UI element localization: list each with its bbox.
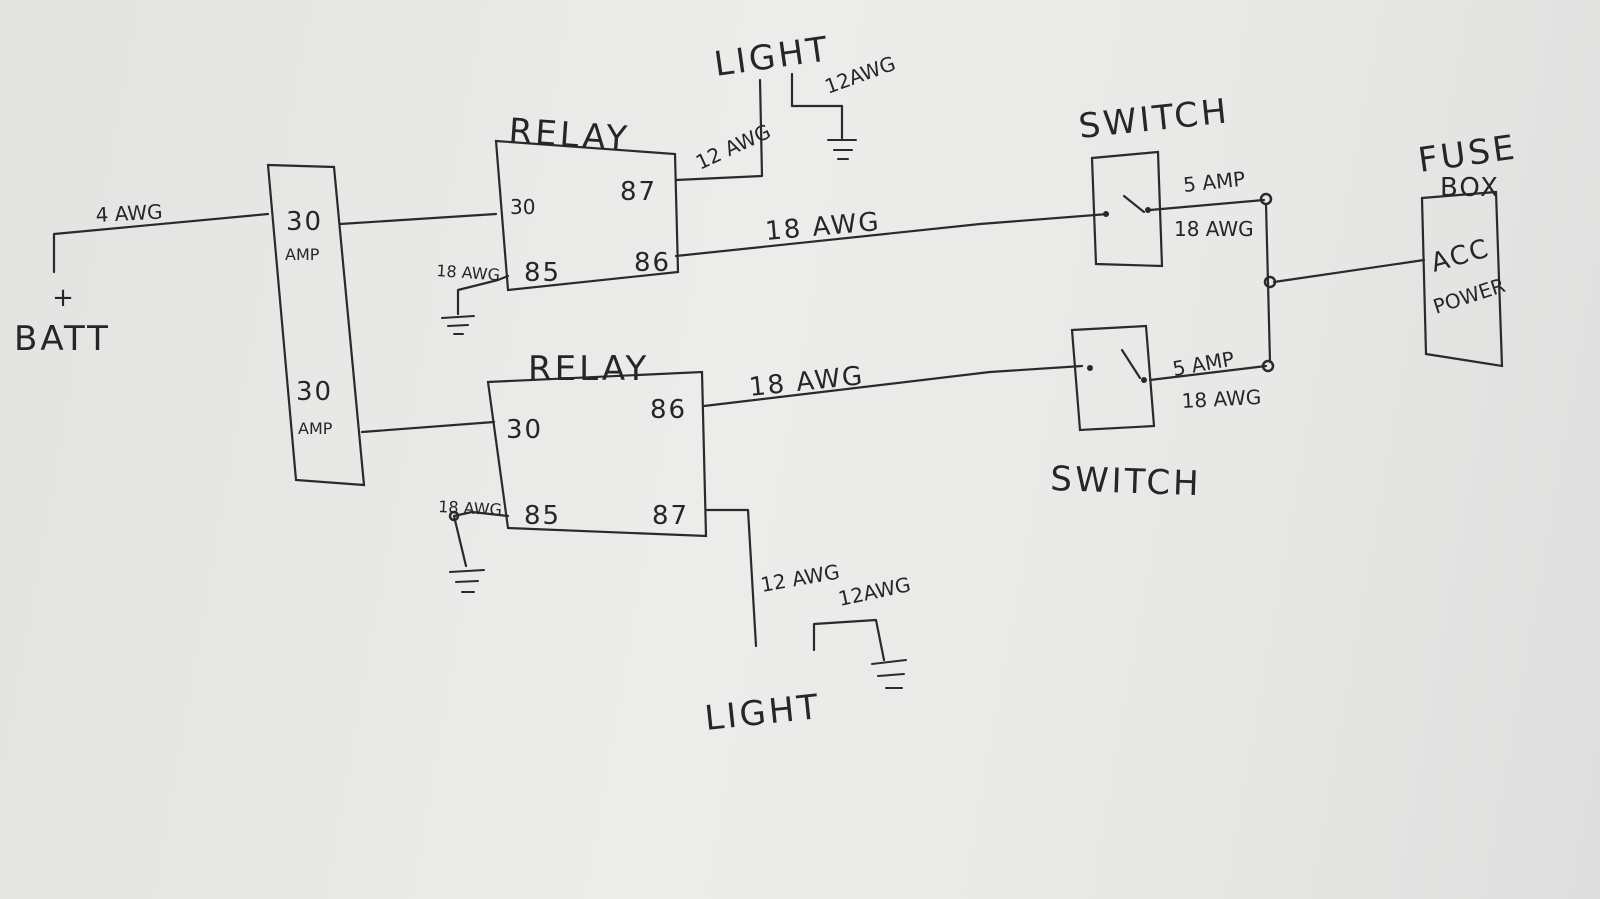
wire-label-light1-ground: 12AWG xyxy=(822,51,899,99)
relay1-outline xyxy=(494,139,680,292)
relay-1: RELAY 30 87 85 86 xyxy=(494,111,680,292)
wire-label-light2-ground: 12AWG xyxy=(836,572,913,611)
switch2-terminal xyxy=(1261,359,1275,373)
light1-ground-icon xyxy=(827,139,857,160)
fuse1-rating: 30 xyxy=(286,207,323,237)
relay2-pin30: 30 xyxy=(506,415,543,445)
relay1-pin30: 30 xyxy=(510,195,535,219)
relay2-pin86: 86 xyxy=(650,395,687,425)
wire-switch2-to-bus xyxy=(1148,364,1268,382)
relay-2: RELAY 30 86 85 87 xyxy=(486,349,708,538)
fuse-box: FUSE BOX ACC POWER xyxy=(1416,127,1520,368)
fuse2-rating: 30 xyxy=(296,377,333,407)
switch1-label: SWITCH xyxy=(1077,91,1232,147)
wire-fuse2-to-relay2-30 xyxy=(360,420,496,434)
wire-relay1-86-to-switch1 xyxy=(674,212,1110,258)
wire-label-relay2-86: 18 AWG xyxy=(748,361,866,403)
wire-label-batt: 4 AWG xyxy=(95,200,163,227)
wire-switch-bus xyxy=(1264,202,1272,364)
relay2-85-terminal xyxy=(448,510,460,522)
switch1-terminal xyxy=(1259,192,1273,206)
relay2-title: RELAY xyxy=(528,349,649,389)
switch1-fuse-label: 5 AMP xyxy=(1182,167,1246,197)
switch1-contact-a xyxy=(1103,211,1109,217)
wire-bus-to-fusebox xyxy=(1272,258,1426,284)
relay1-pin86: 86 xyxy=(634,248,671,278)
fuse-box-outline xyxy=(1420,190,1504,368)
switch-2: SWITCH xyxy=(1050,324,1203,504)
fuse-box-line2: POWER xyxy=(1430,273,1508,319)
switch2-wire-label: 18 AWG xyxy=(1181,385,1262,413)
switch2-fuse-label: 5 AMP xyxy=(1171,347,1236,381)
relay1-ground-icon xyxy=(441,315,475,335)
relay2-ground-icon xyxy=(449,569,485,593)
battery: + BATT 4 AWG xyxy=(14,200,270,359)
relay2-outline xyxy=(486,370,708,538)
battery-plus: + xyxy=(52,283,76,313)
relay2-pin87: 87 xyxy=(652,501,689,531)
fuse-box-line1: ACC xyxy=(1428,233,1494,278)
wire-relay2-86-to-switch2 xyxy=(702,364,1084,408)
wire-batt-to-fuse xyxy=(52,212,270,274)
switch2-contact-a xyxy=(1087,365,1093,371)
wire-relay1-87-to-light xyxy=(674,78,764,182)
wire-label-relay2-85: 18 AWG xyxy=(438,497,503,519)
fuse-block-outline xyxy=(266,163,366,487)
switch1-wire-label: 18 AWG xyxy=(1174,217,1254,241)
light2-label: LIGHT xyxy=(703,687,823,739)
wire-relay2-87-to-light xyxy=(704,508,758,648)
relay1-title: RELAY xyxy=(507,111,631,159)
switch1-outline xyxy=(1090,150,1164,268)
fuse1-unit: AMP xyxy=(285,245,320,264)
light1-label: LIGHT xyxy=(712,29,833,85)
switch2-outline xyxy=(1070,324,1156,432)
wire-switch1-to-bus xyxy=(1148,198,1266,212)
wire-relay2-85-ground xyxy=(452,510,510,568)
relay1-pin87: 87 xyxy=(620,177,657,207)
wire-label-relay1-86: 18 AWG xyxy=(764,207,882,247)
wire-label-relay2-87: 12 AWG xyxy=(759,559,842,596)
wire-light2-to-ground xyxy=(812,618,886,662)
battery-label: BATT xyxy=(14,319,111,359)
switch2-contact-b xyxy=(1141,377,1147,383)
fuse2-unit: AMP xyxy=(298,419,333,438)
wire-relay1-85-ground xyxy=(456,274,510,316)
wire-label-relay1-85: 18 AWG xyxy=(436,261,501,284)
switch1-lever xyxy=(1122,194,1146,214)
light2-ground-icon xyxy=(871,659,907,689)
switch2-lever xyxy=(1120,348,1142,380)
wire-light1-to-ground xyxy=(790,72,844,140)
switch2-label: SWITCH xyxy=(1050,459,1203,504)
wire-fuse1-to-relay1-30 xyxy=(338,212,498,226)
fuse-box-title-line2: BOX xyxy=(1440,173,1500,203)
fuse-block: 30 AMP 30 AMP xyxy=(266,163,366,487)
relay1-pin85: 85 xyxy=(524,258,561,288)
relay2-pin85: 85 xyxy=(524,501,561,531)
switch1-contact-b xyxy=(1145,207,1151,213)
